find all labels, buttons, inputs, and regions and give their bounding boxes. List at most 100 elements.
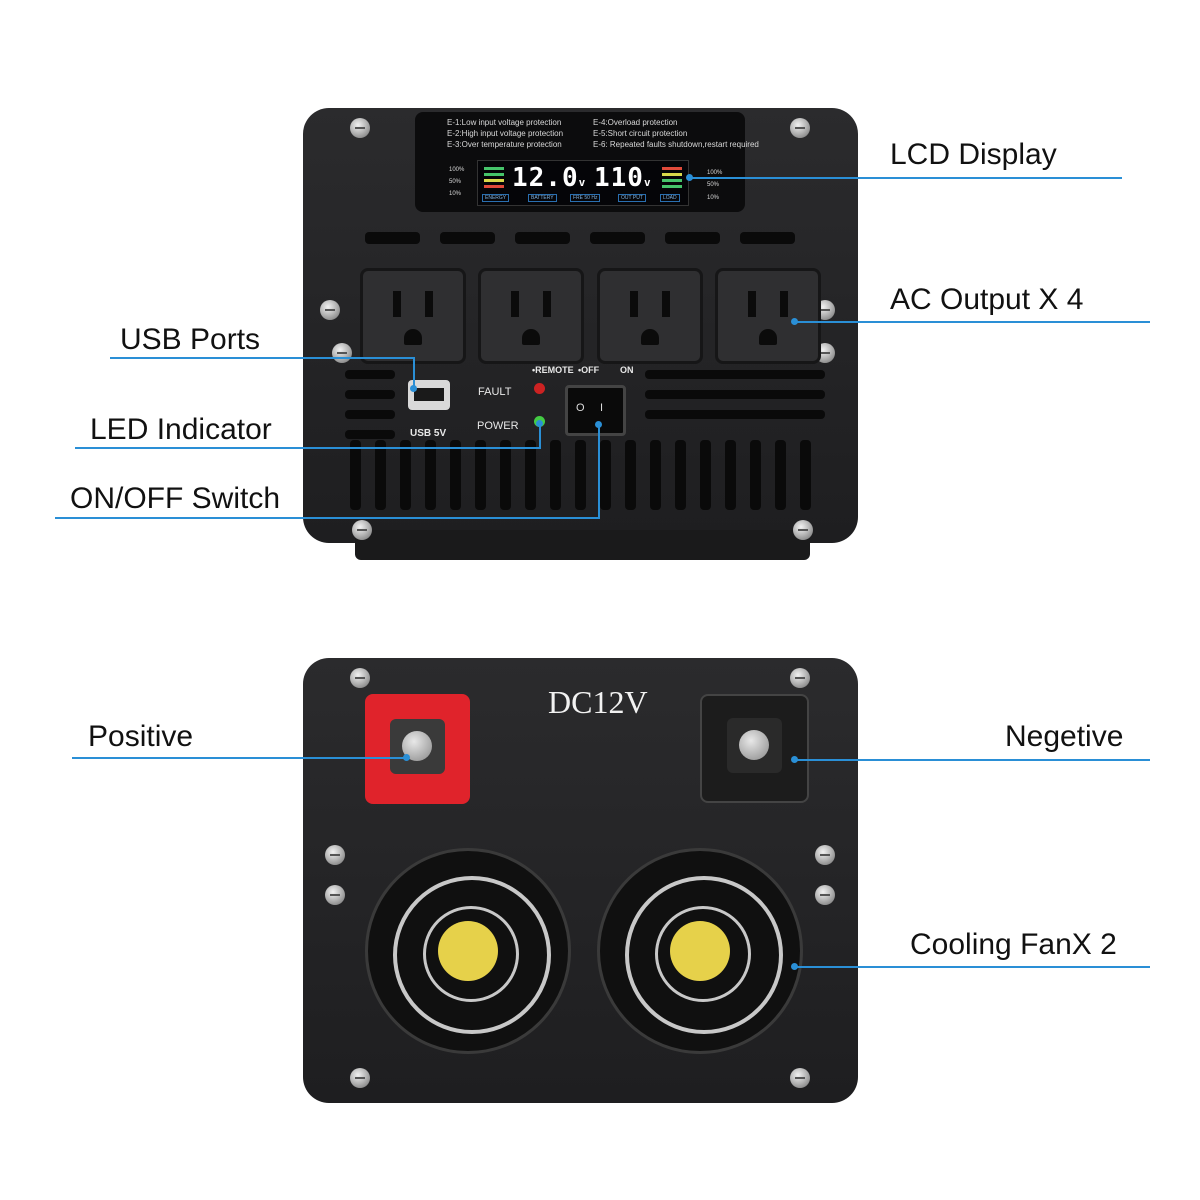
vent-slot <box>345 370 395 379</box>
vent-slot <box>740 232 795 244</box>
screw-icon <box>790 1068 810 1088</box>
vent-slot <box>345 430 395 439</box>
ac-outlet[interactable] <box>478 268 584 364</box>
switch-label: ON <box>620 365 634 375</box>
error-code-line: E-2:High input voltage protection <box>447 129 564 138</box>
screw-icon <box>332 343 352 363</box>
vent-slot <box>750 440 761 510</box>
callout-line <box>690 177 1122 179</box>
battery-voltage-unit: v <box>578 176 587 189</box>
negative-terminal[interactable] <box>700 694 809 803</box>
callout-dot-icon <box>410 385 417 392</box>
callout-line <box>75 447 540 449</box>
vent-slot <box>525 440 536 510</box>
bolt-icon <box>390 719 445 774</box>
callout-dot-icon <box>791 963 798 970</box>
callout-dot-icon <box>686 174 693 181</box>
vent-slot <box>600 440 611 510</box>
callout-line <box>539 424 541 449</box>
callout-line <box>795 759 1150 761</box>
callout-dot-icon <box>791 756 798 763</box>
load-bar-icon <box>662 185 682 188</box>
vent-slot <box>440 232 495 244</box>
vent-slot <box>350 440 361 510</box>
left-scale-label: 100% <box>449 167 465 173</box>
vent-slot <box>575 440 586 510</box>
right-scale-label: 50% <box>707 182 720 188</box>
right-scale-label: 10% <box>707 195 720 201</box>
vent-slot <box>665 232 720 244</box>
ac-outlet[interactable] <box>597 268 703 364</box>
ac-outlet[interactable] <box>360 268 466 364</box>
right-scale-label: 100% <box>707 170 723 176</box>
vent-slot <box>425 440 436 510</box>
callout-cooling-fan: Cooling FanX 2 <box>910 928 1117 961</box>
callout-lcd-display: LCD Display <box>890 138 1057 171</box>
callout-line <box>72 757 407 759</box>
battery-voltage-value: 12.0 <box>512 163 579 193</box>
output-voltage-value: 110 <box>594 163 644 193</box>
callout-negative: Negetive <box>1005 720 1124 753</box>
lcd-screen: 12.0v 110v ENERGY BATTERY FRE 50 Hz OUT … <box>477 160 689 206</box>
power-label: POWER <box>477 420 519 432</box>
vent-slot <box>375 440 386 510</box>
callout-led-indicator: LED Indicator <box>90 413 272 446</box>
switch-label: •REMOTE <box>532 365 574 375</box>
screw-icon <box>325 845 345 865</box>
vent-slot <box>650 440 661 510</box>
lcd-tab: ENERGY <box>482 194 510 202</box>
screw-icon <box>350 668 370 688</box>
load-bar-icon <box>662 173 682 176</box>
error-code-line: E-1:Low input voltage protection <box>447 118 562 127</box>
energy-bar-icon <box>484 185 504 188</box>
error-code-line: E-6: Repeated faults shutdown,restart re… <box>593 140 759 149</box>
callout-dot-icon <box>403 754 410 761</box>
vent-slot <box>625 440 636 510</box>
callout-ac-output: AC Output X 4 <box>890 283 1084 316</box>
dc-label: DC12V <box>548 684 648 720</box>
vent-slot <box>345 390 395 399</box>
ac-outlet[interactable] <box>715 268 821 364</box>
vent-slot <box>515 232 570 244</box>
vent-slot <box>800 440 811 510</box>
vent-slot <box>550 440 561 510</box>
cooling-fan-icon <box>365 848 571 1054</box>
screw-icon <box>790 668 810 688</box>
error-code-line: E-5:Short circuit protection <box>593 129 688 138</box>
left-scale-label: 50% <box>449 179 462 185</box>
cooling-fan-icon <box>597 848 803 1054</box>
vent-slot <box>400 440 411 510</box>
power-switch[interactable]: O I <box>565 385 626 436</box>
energy-bar-icon <box>484 179 504 182</box>
left-scale-label: 10% <box>449 191 462 197</box>
output-voltage-readout: 110v <box>594 163 652 193</box>
callout-line <box>795 321 1150 323</box>
battery-voltage-readout: 12.0v <box>512 163 586 193</box>
vent-slot <box>500 440 511 510</box>
callout-positive: Positive <box>88 720 194 753</box>
callout-dot-icon <box>536 420 543 427</box>
front-mounting-bracket <box>355 530 810 560</box>
vent-slot <box>590 232 645 244</box>
screw-icon <box>350 118 370 138</box>
vent-slot <box>475 440 486 510</box>
vent-slot <box>450 440 461 510</box>
screw-icon <box>815 885 835 905</box>
callout-dot-icon <box>791 318 798 325</box>
callout-on-off-switch: ON/OFF Switch <box>70 482 281 515</box>
bottom-vent-grille <box>350 440 820 515</box>
screw-icon <box>320 300 340 320</box>
positive-terminal[interactable] <box>365 694 470 804</box>
lcd-tab: LOAD <box>660 194 680 202</box>
screw-icon <box>352 520 372 540</box>
vent-slot <box>700 440 711 510</box>
vent-slot <box>675 440 686 510</box>
screw-icon <box>790 118 810 138</box>
vent-slot <box>365 232 420 244</box>
load-bar-icon <box>662 179 682 182</box>
vent-slot <box>775 440 786 510</box>
vent-slot <box>645 370 825 379</box>
usb-port[interactable] <box>408 380 450 410</box>
vent-slot <box>725 440 736 510</box>
vent-slot <box>645 410 825 419</box>
